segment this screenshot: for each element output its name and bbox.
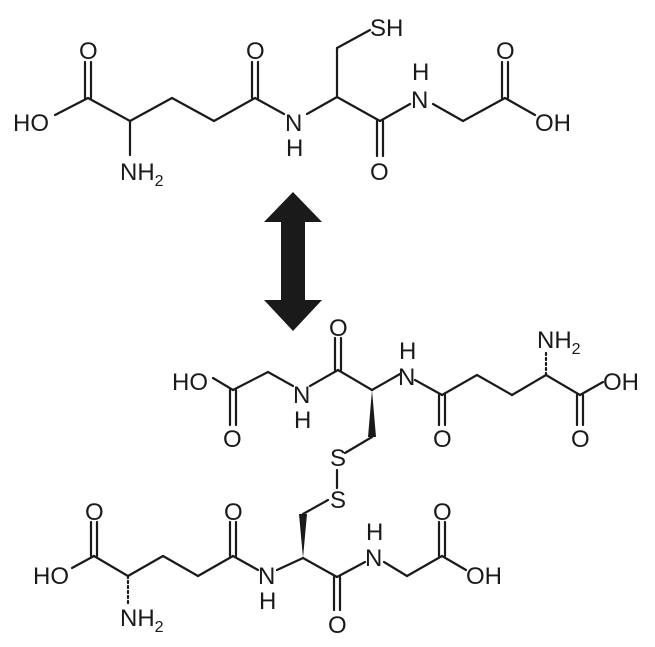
atom-nitrogen: N — [293, 382, 310, 409]
reduced-glutathione: HO O NH2 O N H SH O N H O OH — [13, 15, 571, 190]
atom-oxygen: O — [433, 426, 452, 453]
atom-hydrogen: H — [294, 407, 311, 434]
atom-oxygen: O — [85, 499, 104, 526]
atom-oxygen: O — [433, 499, 452, 526]
atom-hydrogen: H — [399, 338, 416, 365]
atom-amine: NH2 — [120, 159, 164, 190]
atom-amine: NH2 — [537, 327, 581, 358]
atom-oxygen: O — [224, 499, 243, 526]
atom-hydrogen: H — [412, 59, 429, 86]
atom-sulfur: S — [330, 487, 346, 514]
atom-nitrogen: N — [285, 110, 302, 137]
atom-oxygen: O — [571, 426, 590, 453]
atom-hydrogen: H — [366, 519, 383, 546]
atom-hydroxyl: HO — [172, 369, 208, 396]
atom-nitrogen: N — [365, 545, 382, 572]
atom-hydrogen: H — [259, 588, 276, 615]
atom-hydroxyl: OH — [603, 369, 639, 396]
atom-hydroxyl: OH — [535, 110, 571, 137]
oxidized-glutathione-bottom: S — [33, 487, 502, 639]
atom-oxygen: O — [223, 426, 242, 453]
atom-nitrogen: N — [398, 364, 415, 391]
double-headed-arrow-icon — [264, 192, 322, 331]
atom-oxygen: O — [79, 38, 98, 65]
atom-oxygen: O — [370, 159, 389, 186]
atom-hydroxyl: HO — [33, 563, 69, 590]
atom-hydroxyl: HO — [13, 110, 49, 137]
atom-hydrogen: H — [286, 135, 303, 162]
atom-hydroxyl: OH — [466, 563, 502, 590]
atom-thiol: SH — [370, 15, 403, 42]
atom-oxygen: O — [329, 315, 348, 342]
atom-nitrogen: N — [411, 87, 428, 114]
atom-amine: NH2 — [120, 605, 164, 636]
atom-nitrogen: N — [258, 563, 275, 590]
atom-oxygen: O — [496, 38, 515, 65]
atom-oxygen: O — [246, 38, 265, 65]
atom-sulfur: S — [330, 445, 346, 472]
atom-oxygen: O — [328, 612, 347, 639]
oxidized-glutathione-top: HO O N H O N H O NH2 OH O S — [172, 315, 639, 472]
